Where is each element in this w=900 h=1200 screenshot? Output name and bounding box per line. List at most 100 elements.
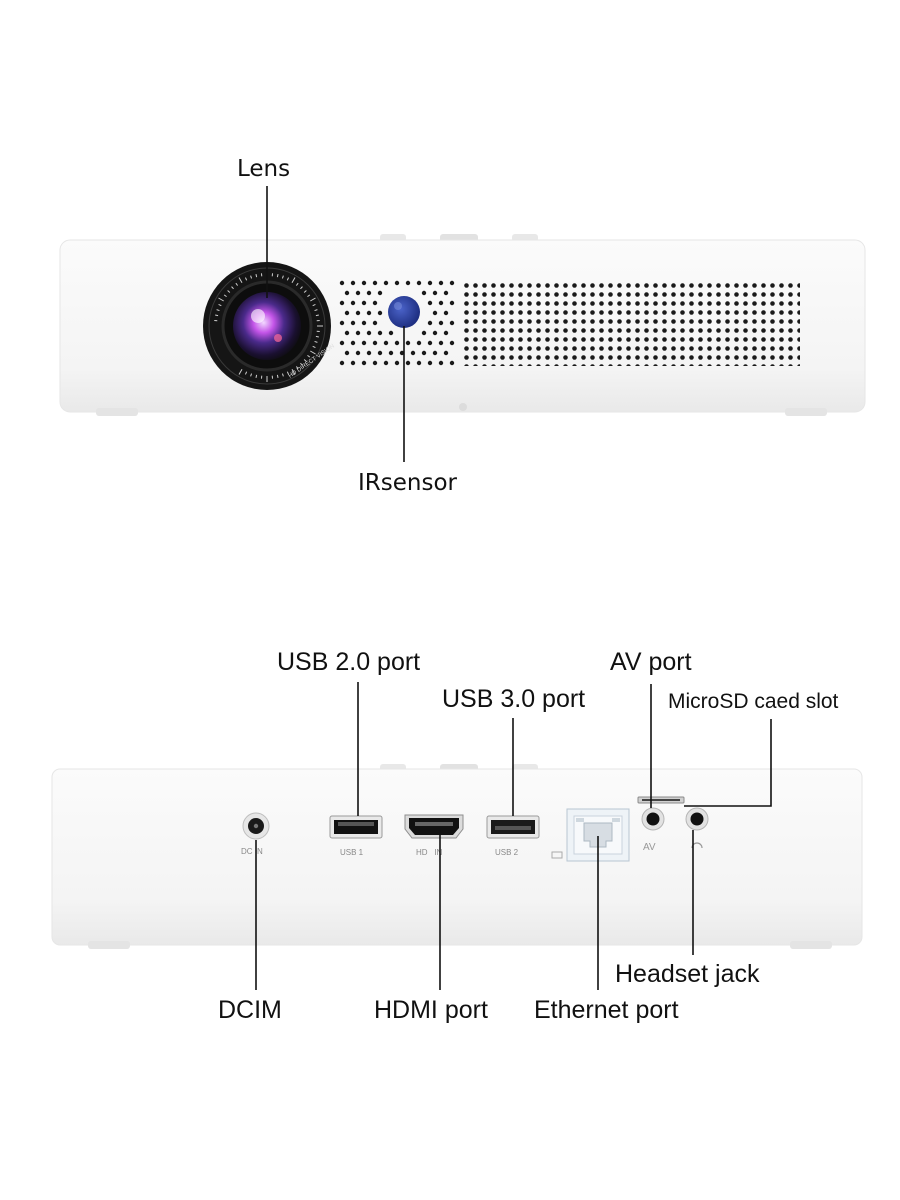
vent-dot (344, 310, 350, 316)
vent-dot (361, 360, 367, 366)
vent-dot (383, 340, 389, 346)
dc-in-print: DC IN (241, 847, 263, 856)
vent-dot (372, 360, 378, 366)
lens-ring-tick (250, 373, 253, 377)
usb1-print: USB 1 (340, 848, 364, 857)
vent-dot (361, 340, 367, 346)
vent-dot (355, 290, 361, 296)
vent-dot (361, 280, 367, 286)
vent-dot (350, 340, 356, 346)
dcim-label: DCIM (218, 996, 282, 1024)
projector-body-rear (51, 768, 863, 946)
vent-dots (339, 280, 455, 366)
vent-dot (344, 290, 350, 296)
lens-ring-tick (315, 335, 319, 338)
lens-ring-tick (286, 371, 290, 375)
vent-dot (443, 290, 449, 296)
ir-sensor-label: IRsensor (358, 470, 457, 496)
vent-dot (449, 300, 455, 306)
vent-dot (405, 340, 411, 346)
lens-ring-tick (238, 277, 243, 283)
vent-dot (432, 310, 438, 316)
vent-dot (339, 360, 345, 366)
ethernet-port-label: Ethernet port (534, 996, 679, 1024)
vent-dot (344, 330, 350, 336)
vent-dot (394, 280, 400, 286)
lens-ring-tick (300, 286, 303, 290)
lens-ring-tick (218, 303, 222, 307)
vent-dot (449, 320, 455, 326)
vent-dot (432, 350, 438, 356)
foot (96, 408, 138, 416)
vent-dot (372, 320, 378, 326)
vent-dot (443, 330, 449, 336)
lens-ring-tick (250, 275, 253, 279)
projector-front-view: HD DIRECT VISION (59, 186, 866, 462)
vent-dot (366, 330, 372, 336)
vent-dot (366, 290, 372, 296)
ir-sensor (388, 296, 420, 328)
vent-dot (377, 350, 383, 356)
foot (88, 941, 130, 949)
vent-dot (350, 300, 356, 306)
lens-ring-tick (303, 290, 307, 293)
vent-dot (432, 290, 438, 296)
vent-dot (399, 350, 405, 356)
av-print: AV (643, 842, 656, 853)
vent-dot (438, 280, 444, 286)
vent-dot (355, 350, 361, 356)
vent-dot (339, 280, 345, 286)
vent-dot (377, 290, 383, 296)
vent-dot (388, 350, 394, 356)
lens-ring-tick (312, 303, 316, 307)
foot (790, 941, 832, 949)
vent-dot (355, 310, 361, 316)
lens-ring-tick (286, 277, 290, 281)
vent-dot (421, 290, 427, 296)
lens-ring-tick (315, 314, 319, 317)
lens-ring-tick (303, 359, 307, 362)
vent-dot (350, 360, 356, 366)
vent-dot (394, 360, 400, 366)
lens-ring-tick (310, 297, 316, 302)
av-port-label: AV port (610, 648, 692, 676)
vent-dot (443, 350, 449, 356)
lens-ring-tick (276, 374, 279, 378)
lens-ring-tick (295, 282, 299, 286)
vent-dot (361, 300, 367, 306)
vent-dot (421, 330, 427, 336)
usb2-print: USB 2 (495, 848, 519, 857)
lens-ring-tick (215, 314, 219, 317)
vent-dot (344, 350, 350, 356)
vent-dot (410, 350, 416, 356)
lens-ring-tick (235, 282, 239, 286)
lens-ring-tick (223, 294, 227, 298)
vent-dot (339, 300, 345, 306)
vent-dot (438, 340, 444, 346)
lens-ring-tick (314, 309, 318, 312)
headset-jack-label: Headset jack (615, 960, 760, 988)
vent-dot (443, 310, 449, 316)
vent-dot (405, 360, 411, 366)
vent-dot (449, 280, 455, 286)
microsd-leader-line (684, 719, 772, 807)
screw (459, 403, 467, 411)
vent-dot (366, 310, 372, 316)
lens (203, 262, 331, 390)
vent-dot (438, 360, 444, 366)
usb3-port-label: USB 3.0 port (442, 685, 586, 713)
vent-dot (377, 330, 383, 336)
vent-dot (377, 310, 383, 316)
vent-dot (432, 330, 438, 336)
speaker-grill (462, 281, 800, 366)
vent-dot (427, 360, 433, 366)
vent-dot (416, 360, 422, 366)
lens-ring-tick (255, 274, 258, 278)
vent-dot (427, 300, 433, 306)
vent-dot (383, 360, 389, 366)
vent-dot (427, 280, 433, 286)
vent-dot (372, 280, 378, 286)
microsd-slot-label: MicroSD caed slot (668, 690, 839, 713)
